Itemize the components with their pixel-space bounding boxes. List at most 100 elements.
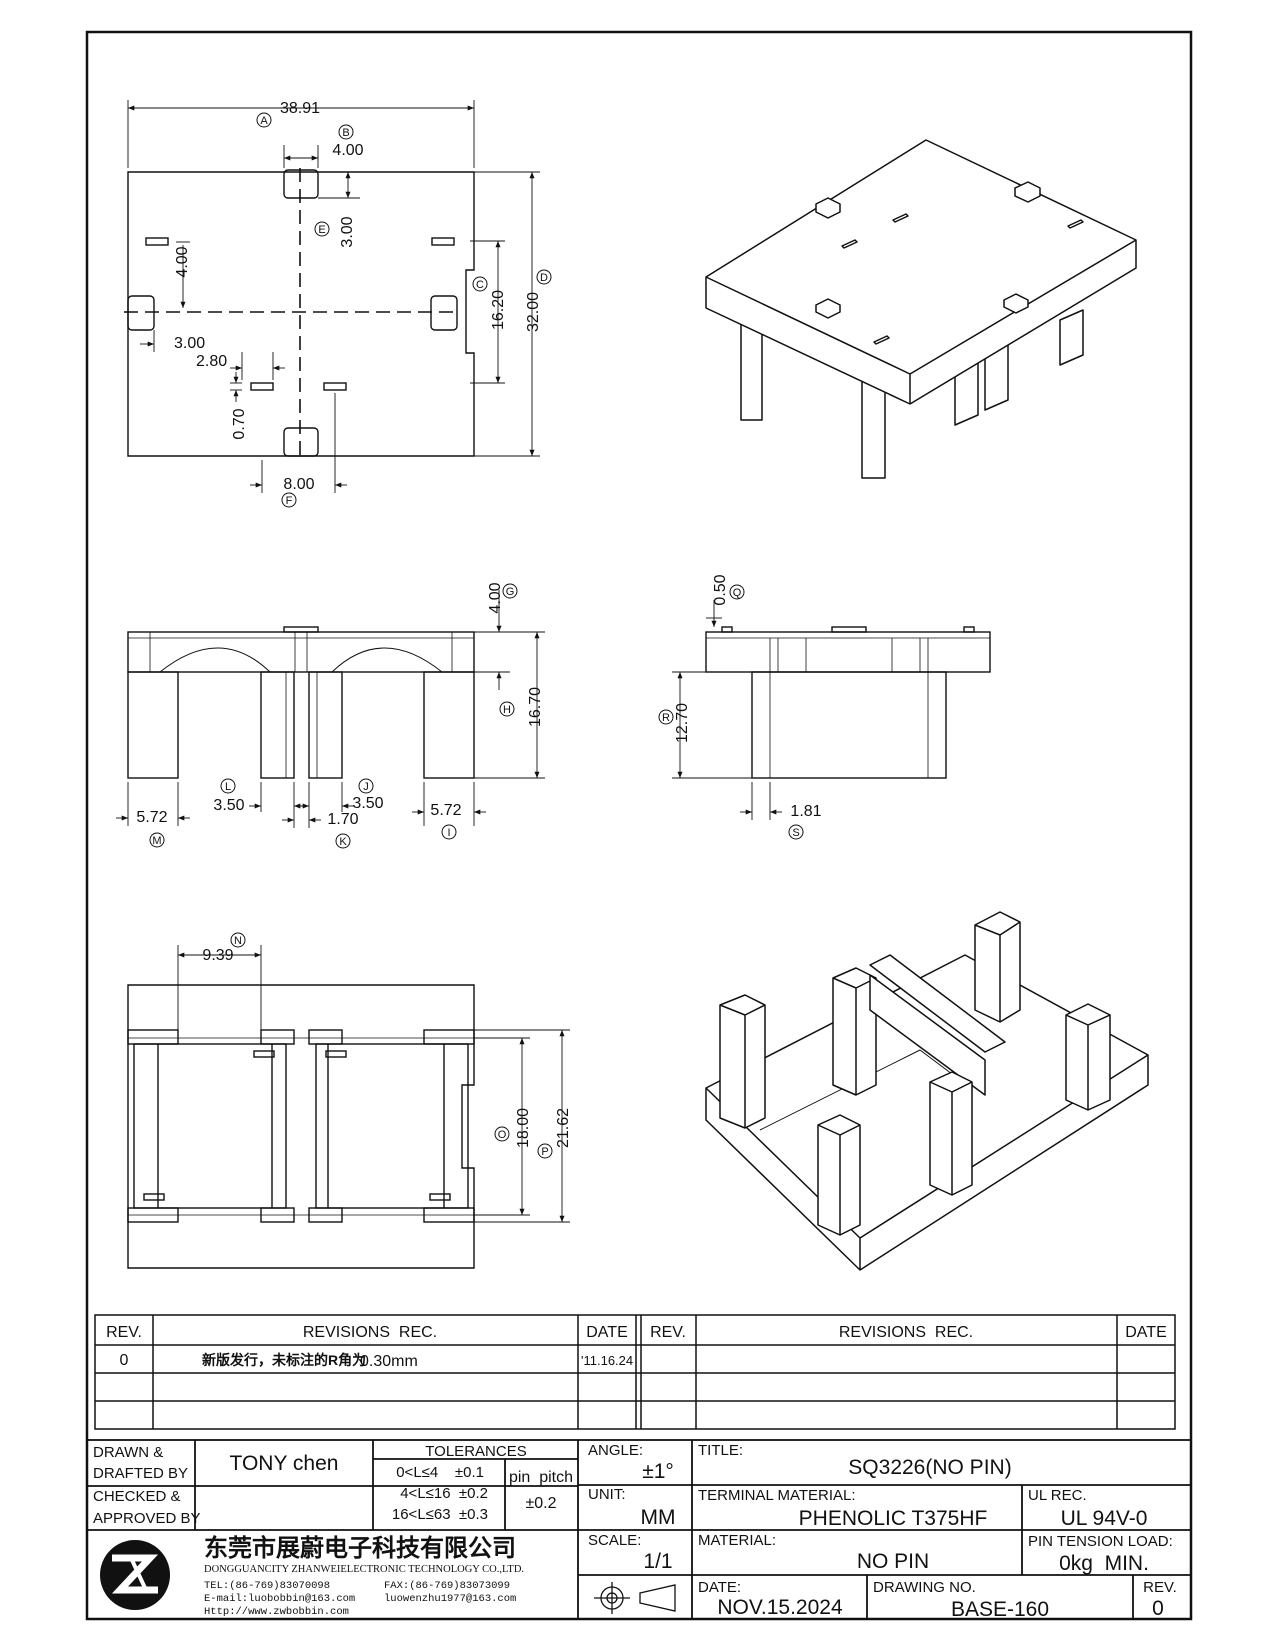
dim-tab-offset: 4.00 (174, 246, 191, 277)
revisions-header-left: REVISIONS REC. (303, 1324, 437, 1341)
dim-slot-gap: 2.80 (196, 353, 227, 370)
tolerance-3: 16<L≤63 ±0.3 (392, 1506, 488, 1523)
isometric-bottom-view (705, 911, 1149, 1271)
angle-label: ANGLE: (588, 1442, 643, 1459)
label-g: G (506, 586, 515, 598)
label-k: K (339, 836, 347, 848)
rev-label: REV. (1143, 1579, 1177, 1596)
dim-leg-left: 5.72 (136, 809, 167, 826)
label-d: D (540, 272, 548, 284)
date-header-left: DATE (586, 1324, 627, 1341)
rev-header-left: REV. (106, 1324, 142, 1341)
ul-value: UL 94V-0 (1061, 1507, 1148, 1530)
scale-value: 1/1 (643, 1550, 672, 1573)
revisions-table (94, 1314, 1176, 1430)
dim-notch-depth: 3.00 (339, 216, 356, 247)
dim-height: 32.00 (525, 292, 542, 332)
material-label: MATERIAL: (698, 1532, 776, 1549)
dim-leg: 12.70 (674, 703, 691, 743)
label-b: B (342, 127, 349, 139)
tolerances-label: TOLERANCES (425, 1443, 526, 1460)
label-j: J (363, 781, 369, 793)
dim-thick: 1.81 (790, 803, 821, 820)
company-name-cn: 东莞市展蔚电子科技有限公司 (204, 1534, 516, 1562)
drawn-label-2: DRAFTED BY (93, 1465, 188, 1482)
dim-gap: 1.70 (327, 811, 358, 828)
unit-label: UNIT: (588, 1486, 626, 1503)
ul-label: UL REC. (1028, 1487, 1087, 1504)
company-logo-icon (100, 1540, 170, 1610)
bottom-view (127, 945, 570, 1269)
dim-leg-left-inner: 3.50 (213, 797, 244, 814)
dim-tab-inset: 3.00 (174, 335, 205, 352)
rev-row-0-rev: 0 (120, 1352, 129, 1369)
dim-outer: 21.62 (555, 1108, 572, 1148)
label-p: P (541, 1146, 548, 1158)
tolerance-1: 0<L≤4 ±0.1 (396, 1464, 484, 1481)
rev-row-0-value: 0.30mm (360, 1353, 418, 1370)
angle-value: ±1° (642, 1460, 674, 1483)
date-value: NOV.15.2024 (717, 1596, 843, 1619)
company-email: E-mail:luobobbin@163.com (204, 1593, 355, 1605)
label-h: H (503, 704, 511, 716)
bottom-view-dimensions: N 9.39 O 18.00 P 21.62 (202, 932, 572, 1159)
unit-value: MM (641, 1506, 676, 1529)
label-r: R (662, 712, 670, 724)
dim-notch-height: 16.20 (490, 290, 507, 330)
tolerance-2: 4<L≤16 ±0.2 (400, 1485, 488, 1502)
rev-header-right: REV. (650, 1324, 686, 1341)
title-block-text: DRAWN & DRAFTED BY TONY chen CHECKED & A… (93, 1442, 1177, 1621)
label-i: I (447, 827, 450, 839)
projection-symbol-icon (594, 1582, 676, 1614)
dim-slot: 4.00 (332, 142, 363, 159)
rev-value: 0 (1152, 1597, 1164, 1620)
title-label: TITLE: (698, 1442, 743, 1459)
date-label: DATE: (698, 1579, 741, 1596)
label-e: E (318, 224, 325, 236)
dim-leg-right-inner: 3.50 (352, 795, 383, 812)
drawn-label-1: DRAWN & (93, 1444, 163, 1461)
pin-tension-label: PIN TENSION LOAD: (1028, 1533, 1173, 1550)
checked-label-1: CHECKED & (93, 1488, 181, 1505)
dim-leg-right: 5.72 (430, 802, 461, 819)
company-tel: TEL:(86-769)83070098 (204, 1580, 330, 1592)
rev-row-0-note: 新版发行，未标注的R角为 (202, 1352, 366, 1368)
front-view (116, 590, 545, 828)
dim-spacing: 8.00 (283, 476, 314, 493)
drawn-value: TONY chen (230, 1452, 339, 1475)
title-value: SQ3226(NO PIN) (848, 1456, 1011, 1479)
checked-label-2: APPROVED BY (93, 1510, 201, 1527)
side-view-dimensions: 0.50 Q R 12.70 1.81 S (658, 574, 822, 840)
pin-tension-value: 0kg MIN. (1059, 1552, 1149, 1575)
side-view (672, 600, 991, 820)
dim-inner: 18.00 (515, 1108, 532, 1148)
label-s: S (792, 827, 799, 839)
company-email-2: luowenzhu1977@163.com (384, 1593, 516, 1605)
company-name-en: DONGGUANCITY ZHANWEIELECTRONIC TECHNOLOG… (204, 1564, 524, 1575)
label-n: N (234, 935, 242, 947)
label-l: L (225, 781, 231, 793)
drawing-no-value: BASE-160 (951, 1598, 1049, 1621)
material-value: NO PIN (857, 1550, 929, 1573)
drawing-no-label: DRAWING NO. (873, 1579, 976, 1596)
rev-row-0-date: '11.16.24 (581, 1353, 633, 1368)
company-web: Http://www.zwbobbin.com (204, 1606, 349, 1618)
label-o: O (498, 1129, 507, 1141)
scale-label: SCALE: (588, 1532, 641, 1549)
isometric-top-view (705, 139, 1137, 479)
label-a: A (260, 115, 268, 127)
dim-total: 16.70 (527, 687, 544, 727)
terminal-value: PHENOLIC T375HF (799, 1507, 988, 1530)
label-f: F (286, 495, 293, 507)
revisions-header-right: REVISIONS REC. (839, 1324, 973, 1341)
company-fax: FAX:(86-769)83073099 (384, 1580, 510, 1592)
top-view-dimensions: 38.91 A B 4.00 E 3.00 C 16.20 D 32.00 4.… (174, 100, 552, 508)
front-view-dimensions: 4.00 G H 16.70 5.72 M L 3.50 1.70 K J 3.… (136, 582, 544, 849)
dim-top: 4.00 (487, 582, 504, 613)
pin-pitch-value: ±0.2 (525, 1495, 556, 1512)
pin-pitch-label: pin pitch (509, 1469, 573, 1486)
dim-bottom-width: 9.39 (202, 947, 233, 964)
label-q: Q (733, 587, 742, 599)
terminal-label: TERMINAL MATERIAL: (698, 1487, 856, 1504)
